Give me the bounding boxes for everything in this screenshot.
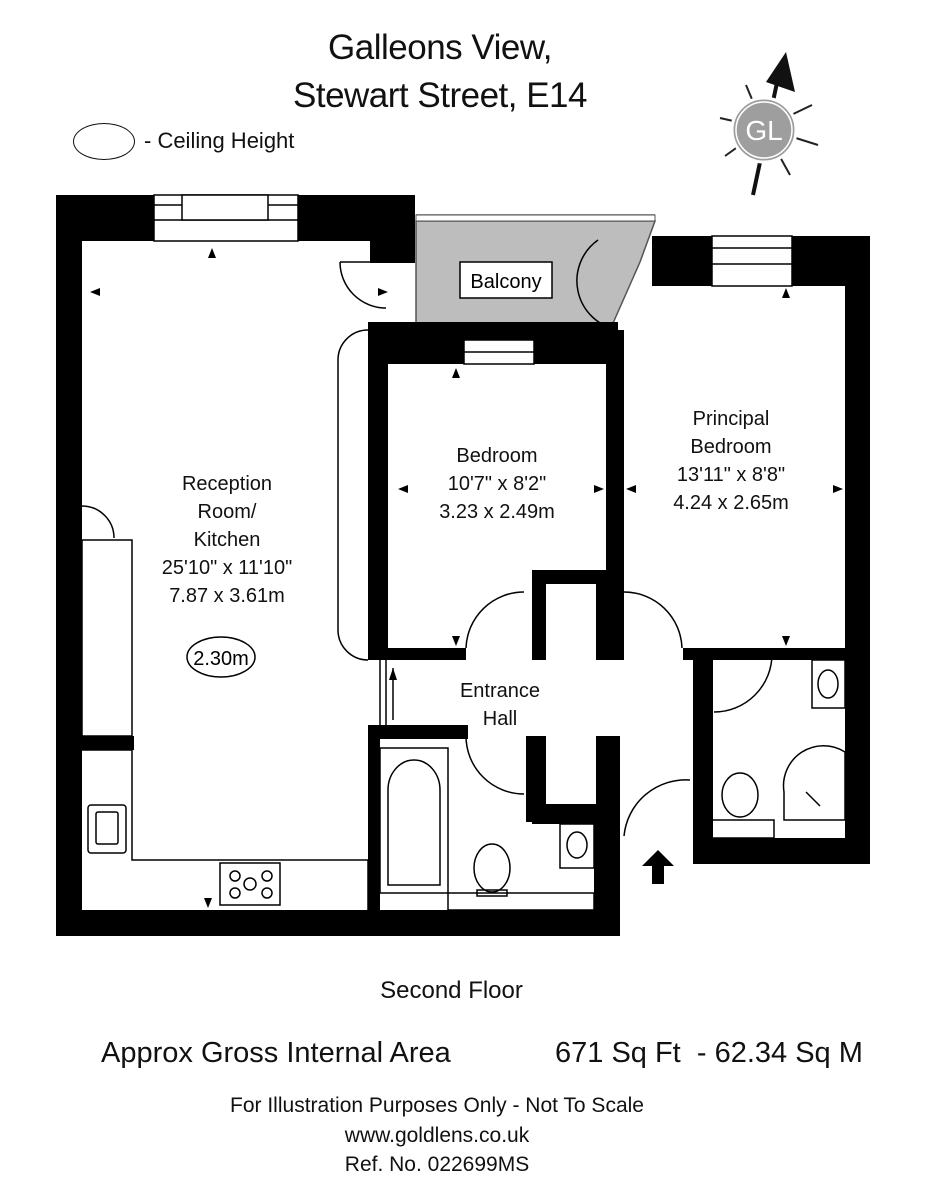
room-bedroom: Bedroom 10'7" x 8'2" 3.23 x 2.49m	[417, 442, 577, 526]
ceiling-height-marker	[186, 636, 256, 678]
compass-icon	[719, 52, 819, 196]
room-name-line: Reception	[181, 473, 273, 495]
reference-number: Ref. No. 022699MS	[344, 1153, 530, 1176]
room-size-imperial: 25'10" x 11'10"	[161, 557, 293, 579]
room-size-imperial: 10'7" x 8'2"	[447, 473, 547, 495]
area-value: 671 Sq Ft - 62.34 Sq M	[555, 1037, 863, 1069]
legend-label: - Ceiling Height	[144, 128, 295, 153]
floor-label-text: Second Floor	[380, 977, 523, 1004]
doors	[81, 239, 773, 837]
room-name-line: Room/	[197, 501, 257, 523]
north-arrow-icon	[766, 52, 795, 92]
room-name-line: Principal	[692, 408, 770, 430]
room-size-metric: 4.24 x 2.65m	[673, 492, 789, 514]
room-entrance-hall: Entrance Hall	[420, 677, 580, 733]
room-size-metric: 3.23 x 2.49m	[439, 501, 555, 523]
room-name-line: Hall	[482, 708, 518, 730]
entrance-arrow-icon	[642, 850, 674, 884]
room-name: Bedroom	[456, 445, 538, 467]
floor-label: Second Floor	[0, 977, 927, 1005]
room-size-imperial: 13'11" x 8'8"	[676, 464, 786, 486]
ceiling-height-value: 2.30m	[193, 648, 249, 670]
room-reception-kitchen: Reception Room/ Kitchen 25'10" x 11'10" …	[147, 470, 307, 610]
ceiling-height-oval-icon	[73, 123, 135, 160]
title-line-2: Stewart Street, E14	[293, 76, 587, 115]
disclaimer: For Illustration Purposes Only - Not To …	[230, 1094, 644, 1117]
room-name-line: Entrance	[459, 680, 541, 702]
bathroom-fixtures	[379, 659, 846, 911]
dimension-markers	[90, 248, 843, 908]
windows	[153, 194, 793, 365]
room-size-metric: 7.87 x 3.61m	[169, 585, 285, 607]
room-name-line: Bedroom	[690, 436, 772, 458]
room-name-line: Kitchen	[193, 529, 261, 551]
area-label: Approx Gross Internal Area	[101, 1037, 451, 1069]
website: www.goldlens.co.uk	[344, 1124, 530, 1147]
title-line-1: Galleons View,	[328, 28, 552, 67]
balcony-label: Balcony	[470, 271, 541, 293]
logo-text: GL	[745, 115, 782, 146]
kitchen-counter	[81, 539, 369, 910]
room-principal-bedroom: Principal Bedroom 13'11" x 8'8" 4.24 x 2…	[651, 405, 811, 517]
